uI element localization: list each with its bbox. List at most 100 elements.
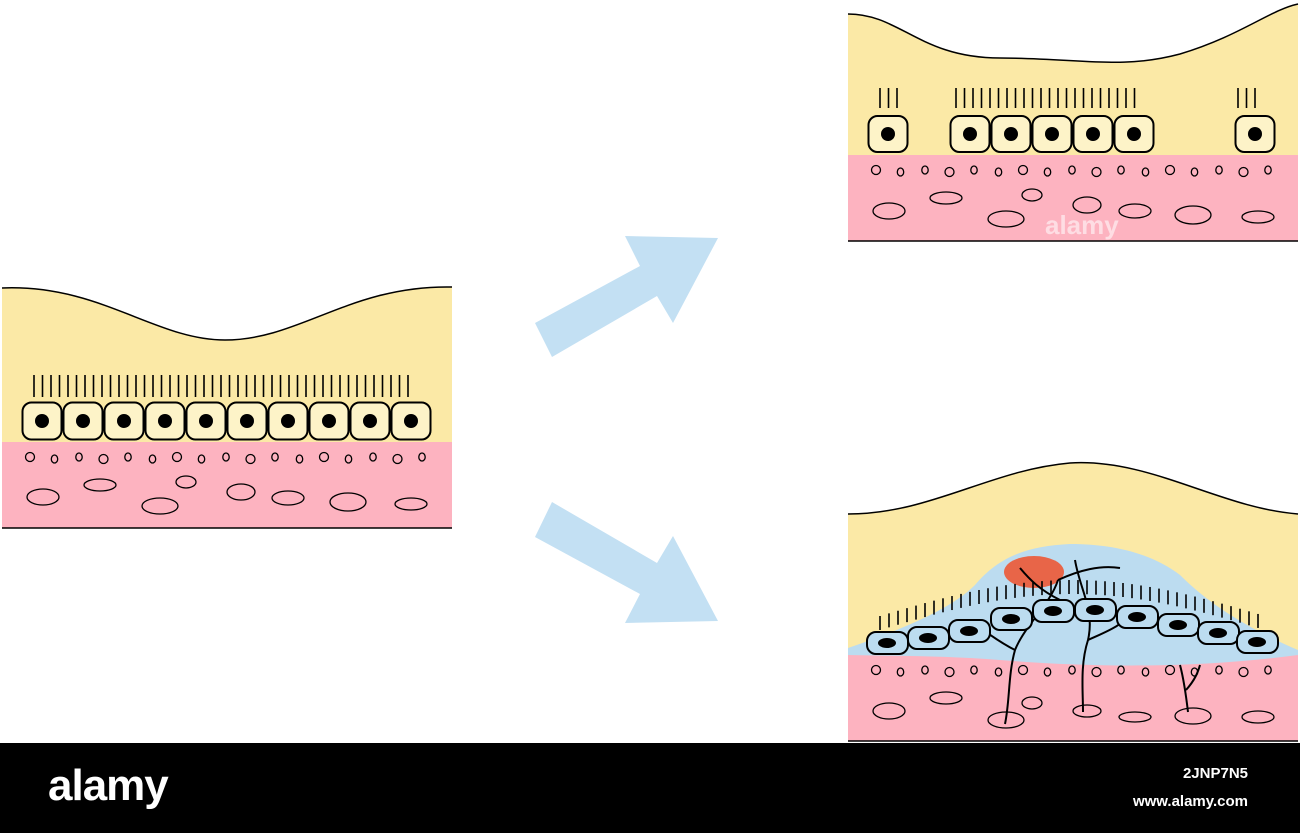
cell-nucleus xyxy=(1248,127,1262,141)
tissue-cell xyxy=(1264,165,1272,175)
tissue-cell-large xyxy=(271,490,305,506)
tissue-cell xyxy=(994,167,1003,177)
tissue-cell xyxy=(1164,164,1176,176)
tissue-cell xyxy=(148,454,157,464)
tissue-cell xyxy=(271,452,279,462)
tissue-cell-large xyxy=(1072,704,1102,718)
illustration-canvas xyxy=(1,3,1299,742)
tissue-cell-large xyxy=(1021,188,1043,202)
tissue-cell xyxy=(344,454,353,464)
epithelial-cell xyxy=(949,115,991,153)
arrow-up-right-icon xyxy=(535,236,718,357)
mucus-surface-line xyxy=(1,286,453,341)
cell-nucleus xyxy=(1045,127,1059,141)
tissue-cell xyxy=(1043,167,1052,177)
cell-nucleus xyxy=(199,414,213,428)
tissue-cell xyxy=(98,453,109,465)
cell-nucleus xyxy=(76,414,90,428)
tissue-cell xyxy=(994,667,1003,677)
tissue-cell-large xyxy=(1174,205,1212,225)
tissue-cell xyxy=(318,451,330,463)
swollen-cell xyxy=(907,626,950,650)
tissue-cell xyxy=(124,452,132,462)
epithelial-cell xyxy=(867,115,909,153)
swollen-cell xyxy=(948,619,991,643)
panel-inflamed-epithelium xyxy=(847,461,1299,742)
epithelial-cell xyxy=(390,401,432,441)
cell-nucleus xyxy=(1044,606,1062,616)
epithelial-cell xyxy=(1031,115,1073,153)
cell-nucleus xyxy=(1128,612,1146,622)
epithelial-cell xyxy=(62,401,104,441)
tissue-cell-large xyxy=(175,475,197,489)
tissue-cell-large xyxy=(394,497,428,511)
tissue-cell xyxy=(50,454,59,464)
cell-nucleus xyxy=(363,414,377,428)
tissue-cell-large xyxy=(1241,210,1275,224)
image-id: 2JNP7N5 xyxy=(1182,765,1248,782)
swollen-cell xyxy=(1157,613,1200,637)
epithelial-cell xyxy=(226,401,268,441)
cell-nucleus xyxy=(960,626,978,636)
tissue-cell xyxy=(1164,664,1176,676)
tissue-cell-large xyxy=(1241,710,1275,724)
tissue-cell xyxy=(1091,666,1102,678)
tissue-cell xyxy=(1017,664,1029,676)
tissue-cell-large xyxy=(226,483,256,501)
tissue-cell-large xyxy=(987,711,1025,729)
epithelial-cell xyxy=(144,401,186,441)
tissue-cell xyxy=(1141,167,1150,177)
tissue-cell xyxy=(1043,667,1052,677)
tissue-cell xyxy=(921,165,929,175)
tissue-cell xyxy=(1215,165,1223,175)
connective-tissue-layer xyxy=(848,655,1298,741)
tissue-cell-large xyxy=(141,497,179,515)
tissue-cell xyxy=(171,451,183,463)
tissue-cell xyxy=(1117,165,1125,175)
tissue-cell xyxy=(392,453,403,465)
connective-tissue-layer xyxy=(2,442,452,528)
panel-damaged-epithelium xyxy=(847,3,1299,242)
watermark-text: alamy xyxy=(1045,210,1119,240)
mucus-surface-line xyxy=(847,461,1299,515)
tissue-cell xyxy=(896,167,905,177)
tissue-cell xyxy=(75,452,83,462)
tissue-cell xyxy=(1215,665,1223,675)
epithelial-cell xyxy=(1072,115,1114,153)
tissue-cell xyxy=(1190,667,1199,677)
mucus-surface-line xyxy=(847,3,1299,64)
swollen-cell xyxy=(1074,598,1117,622)
tissue-cell xyxy=(944,166,955,178)
tissue-cell xyxy=(896,667,905,677)
blood-vessel xyxy=(1057,566,1121,581)
tissue-cell-large xyxy=(872,202,906,220)
tissue-cell xyxy=(295,454,304,464)
tissue-cell xyxy=(369,452,377,462)
swollen-cell xyxy=(990,607,1033,631)
tissue-cell xyxy=(24,451,36,463)
tissue-cell-large xyxy=(1174,707,1212,725)
cell-nucleus xyxy=(240,414,254,428)
tissue-cell xyxy=(1117,665,1125,675)
footer-bar: alamy 2JNP7N5 www.alamy.com xyxy=(0,743,1300,833)
tissue-cell-large xyxy=(83,478,117,492)
cell-nucleus xyxy=(1209,628,1227,638)
tissue-cell xyxy=(197,454,206,464)
tissue-cell-large xyxy=(26,488,60,506)
cell-nucleus xyxy=(881,127,895,141)
inflammation-spot xyxy=(1004,556,1064,588)
swollen-cell xyxy=(1197,621,1240,645)
tissue-cell xyxy=(1091,166,1102,178)
arrow-down-right-icon xyxy=(535,502,718,623)
connective-tissue-layer xyxy=(848,155,1298,241)
swollen-cell xyxy=(866,631,909,655)
cell-nucleus xyxy=(158,414,172,428)
blood-vessel xyxy=(1019,567,1061,601)
tissue-cell xyxy=(1264,665,1272,675)
tissue-cell-large xyxy=(1021,696,1043,710)
tissue-cell xyxy=(1141,667,1150,677)
tissue-cell xyxy=(921,665,929,675)
epithelial-cell xyxy=(1113,115,1155,153)
cell-nucleus xyxy=(963,127,977,141)
brand-logo: alamy xyxy=(48,761,169,810)
